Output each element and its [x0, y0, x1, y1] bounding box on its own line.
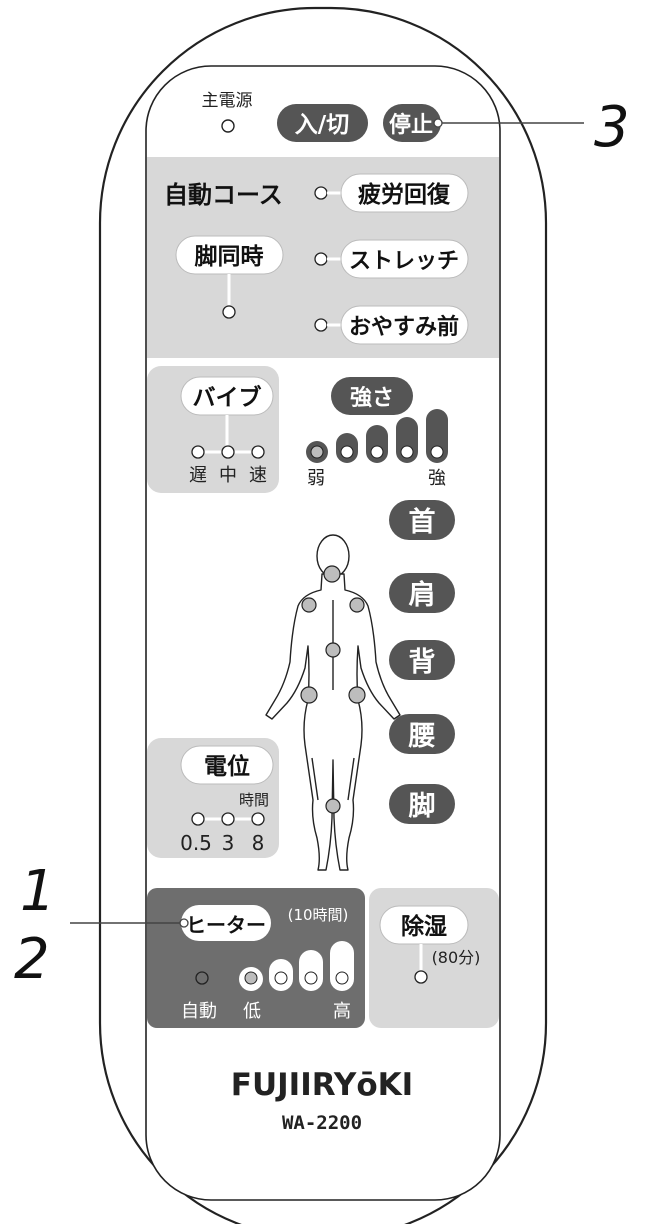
stretch-led	[314, 252, 328, 266]
legs-simultaneous-label: 脚同時	[195, 244, 264, 270]
before-sleep-led	[314, 318, 328, 332]
waist-label: 腰	[408, 721, 436, 752]
waist-button[interactable]	[389, 714, 455, 754]
heater-auto-label: 自動	[181, 1001, 217, 1022]
main-power-led	[221, 119, 235, 133]
left-waist-point	[300, 686, 318, 704]
fatigue-led	[314, 186, 328, 200]
potential-led-1	[191, 812, 205, 826]
heater-led-2	[274, 971, 288, 985]
strength-button[interactable]	[331, 377, 413, 415]
before-sleep-button[interactable]	[340, 305, 469, 345]
main-power-label: 主電源	[202, 91, 253, 111]
dehumid-duration: (80分)	[432, 948, 481, 967]
dehumid-label: 除湿	[401, 913, 447, 940]
callout-dot-1-2	[179, 918, 189, 928]
legs-simultaneous-led	[222, 305, 236, 319]
legs-label: 脚	[409, 791, 436, 822]
potential-time-2: 3	[222, 831, 235, 855]
strength-weak-label: 弱	[307, 468, 325, 489]
neck-label: 首	[409, 506, 436, 538]
strength-label: 強さ	[350, 385, 394, 411]
vibe-mid-label: 中	[219, 465, 237, 486]
vibe-fast-label: 速	[249, 465, 267, 486]
callout-2: 2	[14, 927, 50, 992]
callout-1: 1	[20, 859, 56, 924]
callout-dot-3	[433, 118, 443, 128]
callout-3: 3	[594, 95, 630, 160]
vibe-mid-led	[221, 445, 235, 459]
potential-time-label: 時間	[239, 791, 269, 809]
vibe-fast-led	[251, 445, 265, 459]
neck-point	[323, 565, 341, 583]
auto-course-label: 自動コース	[164, 181, 283, 209]
human-figure-back-view	[265, 534, 401, 871]
legs-button[interactable]	[389, 784, 455, 824]
potential-led-2	[221, 812, 235, 826]
heater-level-3	[299, 950, 323, 991]
shoulder-label: 肩	[409, 579, 436, 611]
back-label: 背	[409, 647, 436, 678]
stretch-label: ストレッチ	[349, 249, 459, 274]
heater-duration: (10時間)	[288, 906, 349, 924]
potential-label: 電位	[204, 753, 250, 780]
heater-led-3	[304, 971, 318, 985]
strength-led-2	[340, 445, 354, 459]
on-off-button[interactable]	[277, 104, 368, 142]
stretch-button[interactable]	[340, 239, 469, 279]
right-waist-point	[348, 686, 366, 704]
vibe-label: バイブ	[193, 384, 262, 411]
strength-strong-label: 強	[428, 468, 446, 489]
strength-led-4	[400, 445, 414, 459]
vibe-slow-label: 遅	[189, 465, 207, 486]
before-sleep-label: おやすみ前	[349, 314, 459, 340]
heater-high-label: 高	[333, 1001, 351, 1022]
potential-time-3: 8	[252, 831, 265, 855]
left-shoulder-point	[301, 597, 317, 613]
heater-low-label: 低	[243, 1001, 261, 1022]
shoulder-button[interactable]	[389, 573, 455, 613]
brand-logo: FUJIIRYōKI	[231, 1067, 413, 1103]
strength-led-1	[310, 445, 324, 459]
back-button[interactable]	[389, 640, 455, 680]
potential-time-1: 0.5	[180, 831, 212, 855]
heater-led-1	[244, 971, 258, 985]
heater-auto-led	[195, 971, 209, 985]
legs-point	[325, 798, 341, 814]
dehumid-led	[414, 970, 428, 984]
strength-led-5	[430, 445, 444, 459]
heater-label: ヒーター	[186, 913, 266, 937]
stop-button[interactable]	[383, 104, 441, 142]
model-number: WA-2200	[282, 1112, 362, 1134]
potential-led-3	[251, 812, 265, 826]
vibe-slow-led	[191, 445, 205, 459]
dehumid-button[interactable]	[379, 905, 469, 945]
fatigue-recovery-label: 疲労回復	[358, 181, 451, 208]
fatigue-recovery-button[interactable]	[340, 173, 469, 213]
right-shoulder-point	[349, 597, 365, 613]
stop-label: 停止	[389, 112, 433, 138]
back-point	[325, 642, 341, 658]
on-off-label: 入/切	[295, 112, 349, 138]
potential-button[interactable]	[180, 745, 274, 785]
strength-led-3	[370, 445, 384, 459]
heater-button[interactable]	[181, 905, 271, 941]
neck-button[interactable]	[389, 500, 455, 540]
heater-led-4	[335, 971, 349, 985]
